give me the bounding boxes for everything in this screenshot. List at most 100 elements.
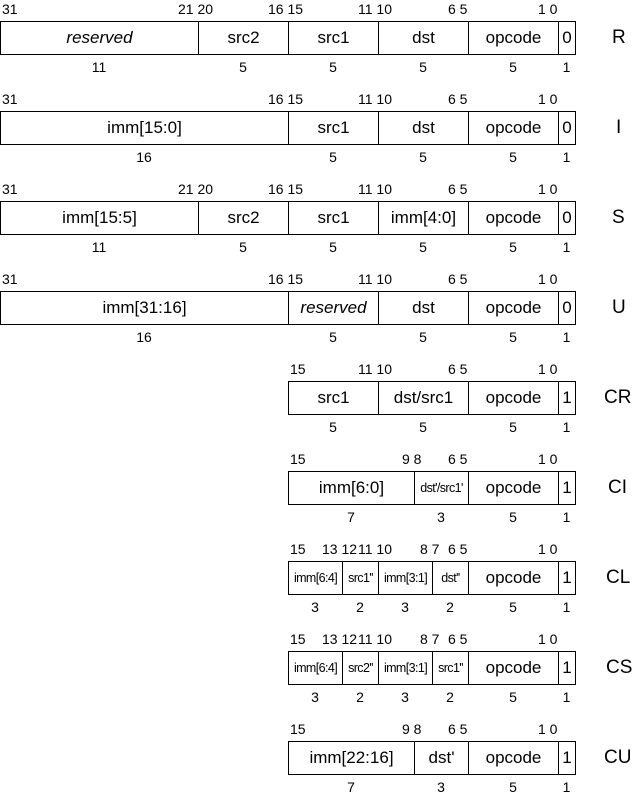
- field-width-label: 5: [329, 239, 337, 255]
- bit-position-label: 1 0: [538, 361, 558, 377]
- field-width-label: 1: [562, 509, 571, 525]
- field-box: opcode: [468, 201, 559, 235]
- field-width-label: 7: [347, 779, 355, 795]
- field-box: imm[6:4]: [288, 561, 343, 595]
- bit-position-label: 6 5: [448, 451, 468, 467]
- field-width-label: 3: [311, 599, 319, 615]
- bit-position-label: 16 15: [268, 181, 304, 197]
- field-box: reserved: [0, 21, 199, 55]
- field-width-label: 3: [311, 689, 319, 705]
- field-label: imm[3:1]: [383, 571, 428, 585]
- field-label: opcode: [485, 388, 542, 407]
- field-box: opcode: [468, 381, 559, 415]
- format-name: R: [612, 27, 626, 48]
- field-box: src1: [288, 381, 379, 415]
- field-width-label: 5: [509, 509, 517, 525]
- field-label: imm[31:16]: [102, 298, 187, 317]
- field-width-label: 5: [419, 149, 427, 165]
- field-label: imm[6:4]: [293, 571, 338, 585]
- bit-position-label: 6 5: [448, 1, 468, 17]
- field-box: opcode: [468, 111, 559, 145]
- field-box: imm[4:0]: [378, 201, 469, 235]
- field-label: imm[6:0]: [318, 478, 385, 497]
- field-width-label: 1: [562, 689, 571, 705]
- bit-position-label: 15: [290, 721, 306, 737]
- field-width-label: 16: [136, 329, 152, 345]
- bit-position-label: 11 10: [358, 631, 392, 647]
- field-box: src1: [288, 111, 379, 145]
- bit-position-label: 31: [2, 91, 18, 107]
- field-width-label: 1: [562, 59, 571, 75]
- field-box: reserved: [288, 291, 379, 325]
- field-box: dst'/src1': [414, 471, 469, 505]
- field-box: dst: [378, 111, 469, 145]
- field-width-label: 11: [91, 239, 107, 255]
- field-label: dst'': [441, 571, 460, 585]
- field-label: dst'/src1': [420, 481, 463, 495]
- field-box: imm[15:5]: [0, 201, 199, 235]
- field-box: 1: [558, 381, 576, 415]
- field-width-label: 1: [562, 419, 571, 435]
- field-width-label: 5: [329, 149, 337, 165]
- field-width-label: 5: [419, 329, 427, 345]
- bit-position-label: 1 0: [538, 271, 558, 287]
- field-box: dst: [378, 291, 469, 325]
- bit-position-label: 9 8: [402, 721, 422, 737]
- field-width-label: 2: [446, 689, 454, 705]
- bit-position-label: 1 0: [538, 451, 558, 467]
- field-label: imm[4:0]: [390, 208, 457, 227]
- bit-position-label: 6 5: [448, 181, 468, 197]
- field-box: imm[22:16]: [288, 741, 415, 775]
- field-width-label: 1: [562, 779, 571, 795]
- field-width-label: 1: [562, 599, 571, 615]
- bit-position-label: 31: [2, 1, 18, 17]
- bit-position-label: 15: [290, 451, 306, 467]
- field-label: opcode: [485, 298, 542, 317]
- field-width-label: 2: [446, 599, 454, 615]
- bit-position-label: 16 15: [268, 1, 304, 17]
- field-label: opcode: [485, 118, 542, 137]
- bit-position-label: 6 5: [448, 361, 468, 377]
- field-label: imm[6:4]: [293, 661, 338, 675]
- bit-position-label: 8 7: [420, 541, 440, 557]
- field-label: src1: [317, 118, 350, 137]
- bit-position-label: 1 0: [538, 1, 558, 17]
- bit-position-label: 15: [290, 631, 306, 647]
- field-box: dst': [414, 741, 469, 775]
- field-label: opcode: [485, 658, 542, 677]
- field-width-label: 3: [401, 689, 409, 705]
- field-width-label: 5: [329, 329, 337, 345]
- field-label: src1: [317, 388, 350, 407]
- field-width-label: 5: [329, 59, 337, 75]
- field-box: imm[3:1]: [378, 651, 433, 685]
- format-name: CU: [604, 747, 632, 768]
- field-width-label: 5: [419, 59, 427, 75]
- bit-position-label: 11 10: [358, 271, 392, 287]
- field-label: src2'': [348, 661, 373, 675]
- field-box: dst/src1: [378, 381, 469, 415]
- field-label: opcode: [485, 208, 542, 227]
- field-box: src2: [198, 201, 289, 235]
- bit-position-label: 1 0: [538, 91, 558, 107]
- field-width-label: 5: [239, 59, 247, 75]
- bit-position-label: 1 0: [538, 181, 558, 197]
- field-label: imm[22:16]: [309, 748, 394, 767]
- field-label: imm[3:1]: [383, 661, 428, 675]
- bit-position-label: 11 10: [358, 181, 392, 197]
- field-box: 0: [558, 111, 576, 145]
- bit-position-label: 21 20: [178, 181, 214, 197]
- field-width-label: 3: [437, 509, 445, 525]
- field-label: dst/src1: [393, 388, 454, 407]
- field-label: 1: [562, 478, 572, 497]
- field-box: opcode: [468, 291, 559, 325]
- field-label: 1: [562, 388, 572, 407]
- field-width-label: 5: [509, 239, 517, 255]
- field-box: src1'': [342, 561, 379, 595]
- field-label: 0: [562, 28, 572, 47]
- bit-position-label: 1 0: [538, 541, 558, 557]
